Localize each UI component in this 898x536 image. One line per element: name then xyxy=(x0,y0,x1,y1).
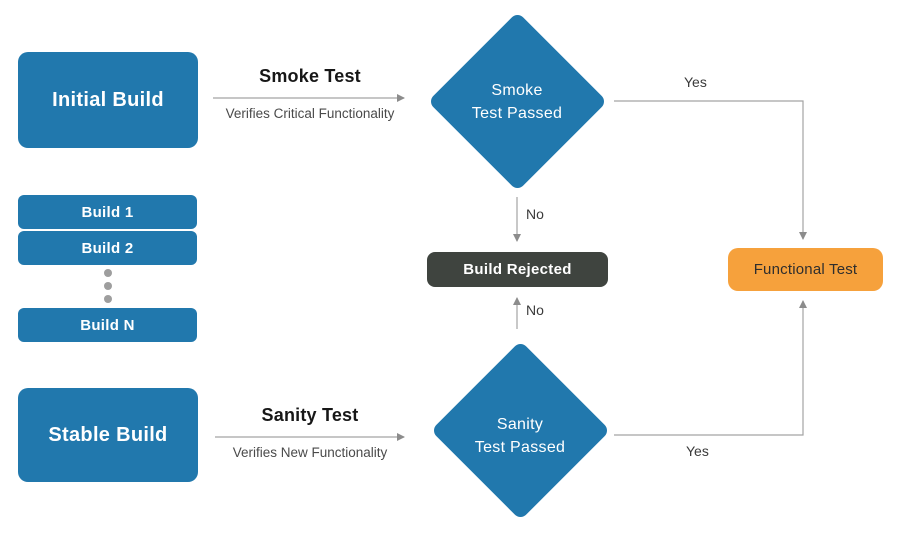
smoke-passed-line2: Test Passed xyxy=(471,105,563,122)
sanity-passed-line1: Sanity xyxy=(496,416,544,433)
sanity-test-edge-title: Sanity Test xyxy=(261,405,359,425)
build-rejected-node: Build Rejected xyxy=(427,252,608,287)
smoke-yes-arrow xyxy=(614,100,807,240)
smoke-test-edge-title: Smoke Test xyxy=(259,66,361,86)
ellipsis-dot-2 xyxy=(104,282,112,290)
sanity-test-passed-label: Sanity Test Passed xyxy=(445,413,595,459)
initial-build-node: Initial Build xyxy=(18,52,198,148)
build-n-node: Build N xyxy=(18,308,197,342)
sanity-test-edge-subtitle: Verifies New Functionality xyxy=(232,445,388,460)
sanity-yes-arrow xyxy=(614,300,807,436)
stable-build-node: Stable Build xyxy=(18,388,198,482)
functional-test-node: Functional Test xyxy=(728,248,883,291)
build-2-node: Build 2 xyxy=(18,231,197,265)
ellipsis-dot-3 xyxy=(104,295,112,303)
no-bottom-label: No xyxy=(526,302,544,318)
smoke-passed-line1: Smoke xyxy=(491,82,543,99)
ellipsis-dot-1 xyxy=(104,269,112,277)
yes-bottom-label: Yes xyxy=(686,443,709,459)
no-top-label: No xyxy=(526,206,544,222)
sanity-passed-line2: Test Passed xyxy=(474,439,566,456)
build-1-node: Build 1 xyxy=(18,195,197,229)
smoke-test-edge-subtitle: Verifies Critical Functionality xyxy=(225,106,395,121)
smoke-test-passed-label: Smoke Test Passed xyxy=(442,79,592,125)
yes-top-label: Yes xyxy=(684,74,707,90)
